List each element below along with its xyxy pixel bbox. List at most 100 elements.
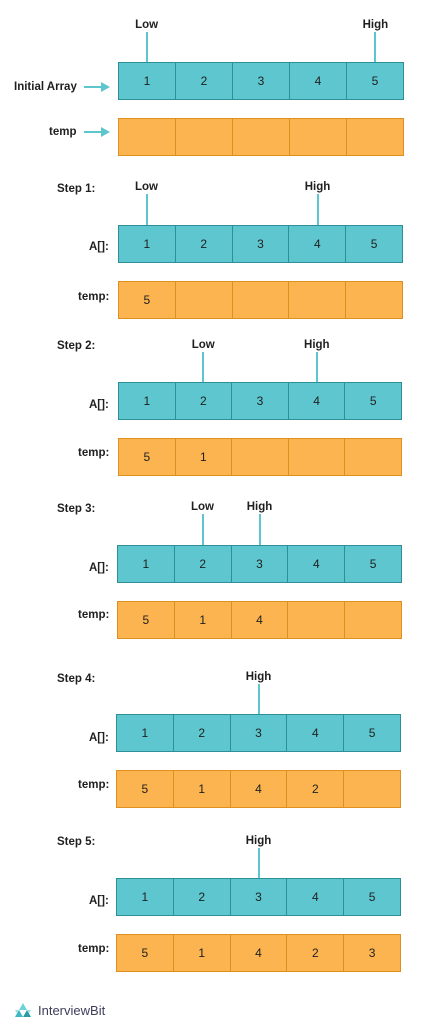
- step-3-temp-label: temp:: [78, 609, 110, 621]
- initial-temp-row-cell: [290, 118, 347, 156]
- step-5-array-row-cell: 4: [287, 878, 345, 916]
- step-3-array-row-cell: 5: [345, 545, 402, 583]
- step-3-temp-row-cell: 1: [174, 601, 232, 639]
- initial-array-row-cell: 4: [290, 62, 347, 100]
- step-1-temp-row-cell: [289, 281, 347, 319]
- step-2-low-pointer-label: Low: [191, 339, 215, 351]
- step-2-array-row-cell: 5: [345, 382, 402, 420]
- step-4-array-row-cell: 3: [230, 714, 288, 752]
- interviewbit-logo-icon: [15, 1003, 31, 1017]
- step-4-high-pointer-label: High: [245, 671, 272, 683]
- step-4-array-row-cell: 2: [173, 714, 231, 752]
- step-3-title: Step 3:: [57, 503, 96, 515]
- step-2-array-row-cell: 3: [232, 382, 289, 420]
- step-5-temp-label: temp:: [78, 943, 110, 955]
- initial-low-pointer-label: Low: [135, 19, 159, 31]
- step-2-temp-row-cell: 5: [118, 438, 176, 476]
- step-1-temp-row-cell: 5: [118, 281, 176, 319]
- step-3-array-row-cell: 3: [231, 545, 289, 583]
- initial-array-row-cell: 1: [118, 62, 176, 100]
- step-4-temp-row-cell: [344, 770, 401, 808]
- step-2-temp-label: temp:: [78, 447, 110, 459]
- initial-temp-row-cell: [176, 118, 233, 156]
- step-2-temp-row-cell: [232, 438, 289, 476]
- step-2-array-row-cell: 2: [175, 382, 233, 420]
- step-1-temp-label: temp:: [78, 291, 110, 303]
- step-5-title: Step 5:: [57, 836, 96, 848]
- step-1-array-row-cell: 1: [118, 225, 176, 263]
- step-1-array-row-cell: 3: [232, 225, 290, 263]
- step-4-temp-label: temp:: [78, 779, 110, 791]
- step-4-temp-row-cell: 1: [173, 770, 231, 808]
- step-4-temp-row-cell: 4: [230, 770, 288, 808]
- initial-temp-label: temp: [49, 126, 77, 138]
- step-1-high-pointer-label: High: [304, 181, 331, 193]
- step-3-array-label: A[]:: [89, 562, 109, 574]
- step-4-array-row-cell: 1: [116, 714, 174, 752]
- step-2-temp-row-cell: 1: [175, 438, 233, 476]
- step-5-array-row-cell: 2: [173, 878, 231, 916]
- step-4-temp-row-cell: 5: [116, 770, 174, 808]
- initial-temp-arrow-icon: [84, 127, 110, 137]
- step-5-temp-row-cell: 3: [344, 934, 401, 972]
- step-4-title: Step 4:: [57, 673, 96, 685]
- step-1-low-pointer-label: Low: [135, 181, 158, 193]
- step-2-temp-row-cell: [345, 438, 402, 476]
- step-1-temp-row-cell: [175, 281, 233, 319]
- step-5-temp-row-cell: 1: [173, 934, 231, 972]
- step-3-temp-row-cell: 5: [117, 601, 175, 639]
- step-5-temp-row-cell: 5: [116, 934, 174, 972]
- initial-array-arrow-icon: [84, 82, 110, 92]
- step-2-temp-row-cell: [288, 438, 346, 476]
- step-3-low-pointer-label: Low: [191, 501, 214, 513]
- step-1-array-row-cell: 2: [175, 225, 233, 263]
- step-3-temp-row-cell: [288, 601, 346, 639]
- logo-text: InterviewBit: [38, 1002, 106, 1018]
- step-3-array-row-cell: 2: [174, 545, 232, 583]
- step-3-array-row-cell: 1: [117, 545, 175, 583]
- step-2-title: Step 2:: [57, 340, 96, 352]
- step-2-array-label: A[]:: [89, 399, 109, 411]
- step-4-array-row-cell: 4: [287, 714, 345, 752]
- initial-high-pointer-label: High: [362, 19, 389, 31]
- step-4-temp-row-cell: 2: [287, 770, 345, 808]
- step-1-temp-row-cell: [346, 281, 403, 319]
- step-3-high-pointer-label: High: [246, 501, 273, 513]
- initial-array-row-cell: 3: [233, 62, 290, 100]
- step-2-array-row-cell: 1: [118, 382, 176, 420]
- initial-temp-row-cell: [233, 118, 290, 156]
- initial-array-row-cell: 2: [176, 62, 233, 100]
- step-5-high-pointer-label: High: [245, 835, 272, 847]
- step-2-high-pointer-label: High: [304, 339, 330, 351]
- step-5-array-row-cell: 1: [116, 878, 174, 916]
- interviewbit-logo: InterviewBit: [12, 1002, 105, 1018]
- step-3-temp-row-cell: [345, 601, 402, 639]
- step-1-array-row-cell: 4: [289, 225, 347, 263]
- step-1-array-label: A[]:: [89, 241, 109, 253]
- step-2-array-row-cell: 4: [288, 382, 346, 420]
- initial-temp-row-cell: [347, 118, 404, 156]
- step-1-temp-row: 5: [118, 281, 403, 319]
- step-1-title: Step 1:: [57, 183, 96, 195]
- step-4-array-row-cell: 5: [344, 714, 401, 752]
- initial-temp-row: [118, 118, 404, 156]
- step-3-array-row-cell: 4: [288, 545, 346, 583]
- step-5-temp-row-cell: 2: [287, 934, 345, 972]
- step-1-temp-row-cell: [232, 281, 290, 319]
- step-5-temp-row-cell: 4: [230, 934, 288, 972]
- step-1-array-row-cell: 5: [346, 225, 403, 263]
- initial-array-label: Initial Array: [14, 81, 77, 93]
- step-5-array-label: A[]:: [89, 895, 109, 907]
- initial-temp-row-cell: [118, 118, 176, 156]
- step-5-array-row-cell: 3: [230, 878, 288, 916]
- step-5-array-row-cell: 5: [344, 878, 401, 916]
